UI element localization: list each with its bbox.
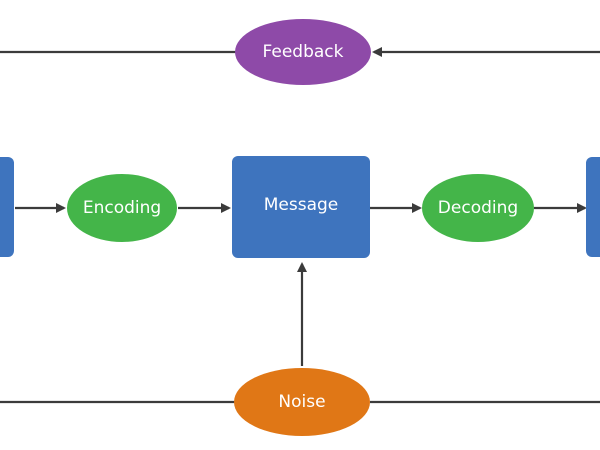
decoding-ellipse: [422, 174, 534, 242]
encoding-label: Encoding: [83, 198, 161, 218]
message-node: Message: [232, 156, 370, 258]
encoding-node: Encoding: [67, 174, 177, 242]
message-box: [232, 156, 370, 258]
noise-label: Noise: [278, 392, 325, 412]
feedback-ellipse: [235, 19, 371, 85]
receiver-box: [586, 157, 600, 257]
feedback-label: Feedback: [263, 42, 344, 62]
decoding-label: Decoding: [438, 198, 518, 218]
noise-node: Noise: [234, 368, 370, 436]
feedback-node: Feedback: [235, 19, 371, 85]
noise-ellipse: [234, 368, 370, 436]
encoding-ellipse: [67, 174, 177, 242]
sender-box: [0, 157, 14, 257]
decoding-node: Decoding: [422, 174, 534, 242]
message-label: Message: [264, 195, 339, 215]
